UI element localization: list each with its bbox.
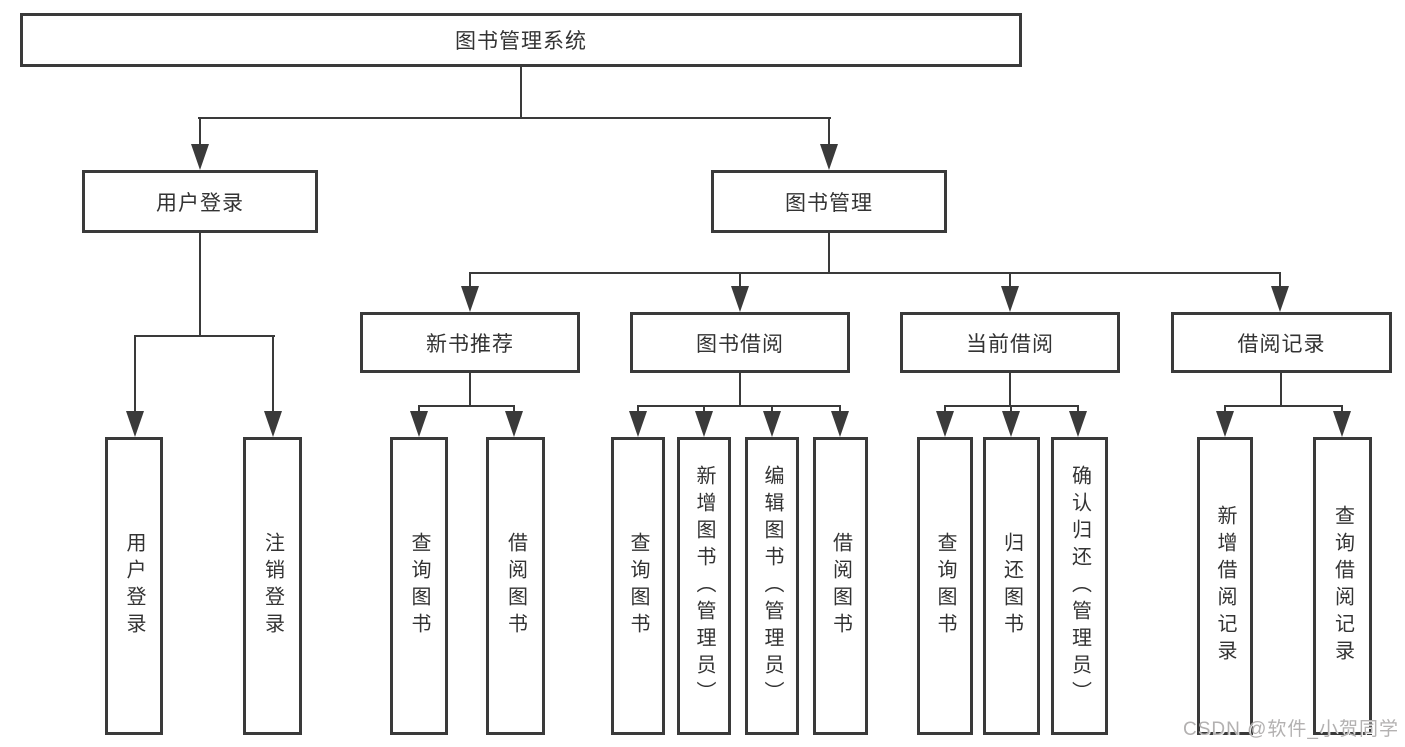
connector-line (1224, 405, 1226, 415)
connector-line (272, 335, 274, 415)
leaf-query-books-recommend: 查询图书 (390, 437, 448, 735)
connector-line (1224, 405, 1343, 407)
connector-line (134, 335, 136, 415)
connector-line (199, 117, 201, 148)
connector-line (839, 405, 841, 415)
arrow-down-icon (264, 411, 282, 437)
connector-line (1280, 373, 1282, 405)
connector-line (469, 272, 471, 290)
connector-line (199, 233, 201, 335)
connector-line (1009, 272, 1011, 290)
arrow-down-icon (831, 411, 849, 437)
connector-line (1279, 272, 1281, 290)
connector-line (1009, 373, 1011, 405)
arrow-down-icon (763, 411, 781, 437)
leaf-query-borrow-record: 查询借阅记录 (1313, 437, 1372, 735)
connector-line (1341, 405, 1343, 415)
leaf-add-books-admin: 新增图书（管理员） (677, 437, 731, 735)
node-book-borrow: 图书借阅 (630, 312, 850, 373)
connector-line (1010, 405, 1012, 415)
connector-line (703, 405, 705, 415)
leaf-confirm-return-admin: 确认归还（管理员） (1051, 437, 1108, 735)
leaf-borrow-books-recommend: 借阅图书 (486, 437, 545, 735)
arrow-down-icon (505, 411, 523, 437)
node-book-management: 图书管理 (711, 170, 947, 233)
connector-line (1077, 405, 1079, 415)
connector-line (739, 272, 741, 290)
node-new-book-recommend: 新书推荐 (360, 312, 580, 373)
arrow-down-icon (731, 286, 749, 312)
arrow-down-icon (191, 144, 209, 170)
connector-line (418, 405, 420, 415)
arrow-down-icon (695, 411, 713, 437)
arrow-down-icon (126, 411, 144, 437)
arrow-down-icon (1002, 411, 1020, 437)
connector-line (198, 117, 831, 119)
arrow-down-icon (461, 286, 479, 312)
leaf-user-login: 用户登录 (105, 437, 163, 735)
connector-line (637, 405, 639, 415)
arrow-down-icon (1069, 411, 1087, 437)
connector-line (828, 233, 830, 272)
connector-line (739, 373, 741, 405)
node-current-borrow: 当前借阅 (900, 312, 1120, 373)
connector-line (944, 405, 946, 415)
leaf-return-books: 归还图书 (983, 437, 1040, 735)
leaf-query-books-current: 查询图书 (917, 437, 973, 735)
connector-line (637, 405, 841, 407)
arrow-down-icon (629, 411, 647, 437)
arrow-down-icon (1216, 411, 1234, 437)
arrow-down-icon (820, 144, 838, 170)
arrow-down-icon (1271, 286, 1289, 312)
arrow-down-icon (410, 411, 428, 437)
connector-line (469, 272, 1281, 274)
csdn-watermark: CSDN @软件_小贺同学 (1183, 719, 1399, 740)
node-root: 图书管理系统 (20, 13, 1022, 67)
leaf-borrow-books-borrow: 借阅图书 (813, 437, 868, 735)
arrow-down-icon (1333, 411, 1351, 437)
leaf-query-books-borrow: 查询图书 (611, 437, 665, 735)
node-borrow-records: 借阅记录 (1171, 312, 1392, 373)
connector-line (828, 117, 830, 148)
leaf-add-borrow-record: 新增借阅记录 (1197, 437, 1253, 735)
leaf-logout-login: 注销登录 (243, 437, 302, 735)
arrow-down-icon (1001, 286, 1019, 312)
connector-line (418, 405, 515, 407)
connector-line (134, 335, 275, 337)
connector-line (513, 405, 515, 415)
connector-line (520, 67, 522, 118)
node-user-login: 用户登录 (82, 170, 318, 233)
leaf-edit-books-admin: 编辑图书（管理员） (745, 437, 799, 735)
arrow-down-icon (936, 411, 954, 437)
connector-line (469, 373, 471, 405)
connector-line (771, 405, 773, 415)
